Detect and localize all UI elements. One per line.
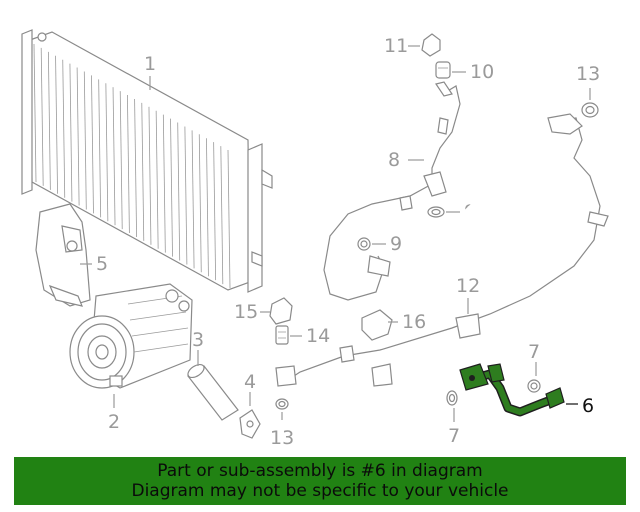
cap-part-11 (421, 33, 441, 57)
condenser-fin (148, 106, 152, 245)
callout-1: 1 (144, 53, 156, 75)
condenser-fin (76, 67, 80, 206)
callout-13-upper: 13 (576, 63, 600, 85)
callout-3: 3 (192, 329, 204, 351)
condenser-fin (127, 95, 130, 234)
banner-line-1: Part or sub-assembly is #6 in diagram (157, 461, 483, 481)
condenser-fin (177, 122, 181, 261)
callout-7-right: 7 (528, 341, 540, 363)
callout-5: 5 (96, 253, 108, 275)
callout-11: 11 (384, 35, 408, 57)
cap-part-4 (239, 409, 261, 439)
condenser-fin (184, 126, 188, 265)
condenser-fin (62, 59, 66, 198)
condenser-fin (112, 87, 116, 226)
valve-core-part-14 (275, 325, 289, 345)
parts-diagram: 1 5 2 3 4 13 15 (21, 29, 609, 449)
condenser-fin (83, 71, 87, 210)
condenser-part-1 (21, 29, 273, 293)
condenser-fin (170, 118, 173, 257)
bracket-part-5 (35, 203, 91, 307)
condenser-fin (119, 91, 123, 230)
compressor-part-2 (69, 283, 193, 389)
condenser-fin (91, 75, 94, 214)
condenser-fin (47, 51, 51, 190)
condenser-fin (162, 114, 166, 253)
condenser-fin (141, 102, 145, 241)
callout-14: 14 (306, 325, 330, 347)
pressure-line-part-12 (275, 113, 609, 387)
condenser-fin (213, 142, 217, 281)
condenser-fin (105, 83, 109, 222)
condenser-fin (98, 79, 102, 218)
callout-8: 8 (388, 149, 400, 171)
callout-6: 6 (582, 395, 594, 417)
condenser-fin (69, 63, 73, 202)
callout-7-left: 7 (448, 425, 460, 447)
highlighted-hose-part-6 (459, 363, 565, 417)
suction-line-part-8 (323, 81, 461, 301)
condenser-fin (206, 138, 209, 277)
filter-part-3 (187, 363, 239, 421)
info-banner: Part or sub-assembly is #6 in diagram Di… (14, 457, 626, 505)
callout-4: 4 (244, 371, 256, 393)
fitting-part-16 (361, 309, 393, 341)
callout-9-lower: 9 (390, 233, 402, 255)
condenser-fin (55, 55, 58, 194)
banner-line-2: Diagram may not be specific to your vehi… (131, 481, 509, 501)
condenser-fin (33, 43, 37, 183)
condenser-fin (191, 130, 195, 269)
condenser-fin (155, 110, 159, 249)
callout-2: 2 (108, 411, 120, 433)
condenser-fin (220, 146, 224, 285)
callout-13-lower: 13 (270, 427, 294, 449)
callout-12: 12 (456, 275, 480, 297)
condenser-fin (40, 47, 44, 186)
callout-16: 16 (402, 311, 426, 333)
callout-10: 10 (470, 61, 494, 83)
callout-15: 15 (234, 301, 258, 323)
condenser-fin (134, 98, 137, 237)
valve-part-10 (435, 61, 451, 79)
condenser-fin (227, 149, 231, 289)
valve-cap-part-15 (269, 297, 293, 325)
condenser-fin (198, 134, 202, 273)
